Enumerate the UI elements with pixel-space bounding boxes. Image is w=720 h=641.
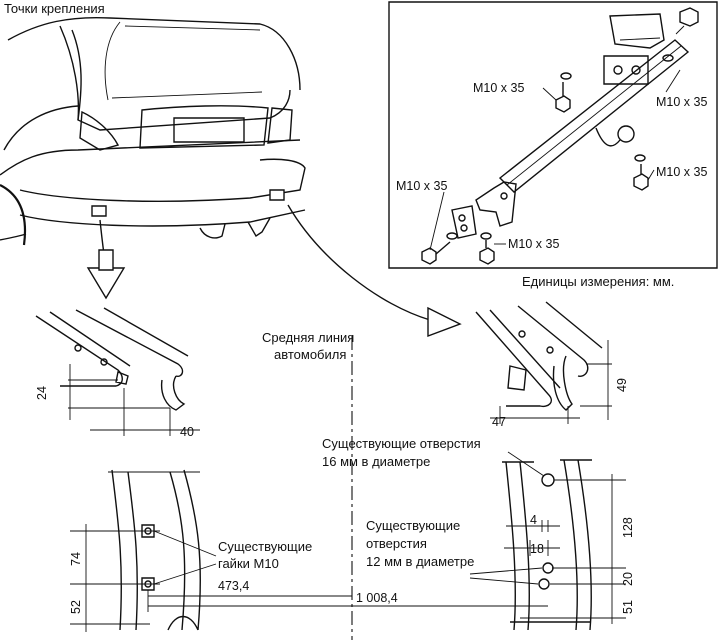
center-line-label-2: автомобиля <box>274 347 346 362</box>
bolt-label-1: M10 x 35 <box>473 81 524 95</box>
hitch-inset: M10 x 35 M10 x 35 M10 x 35 M10 x 35 M10 … <box>389 2 717 268</box>
existing-nuts-label-2: гайки М10 <box>218 556 279 571</box>
dim-473-4: 473,4 <box>218 579 249 593</box>
units-label: Единицы измерения: мм. <box>522 274 674 289</box>
dim-74: 74 <box>69 552 83 566</box>
right-frame-section: 49 47 <box>476 302 629 429</box>
vehicle-centerline: Средняя линия автомобиля <box>262 330 354 640</box>
dim-40: 40 <box>180 425 194 439</box>
bolt-label-5: M10 x 35 <box>508 237 559 251</box>
hitch-inset-frame <box>389 2 717 268</box>
dim-128: 128 <box>621 517 635 538</box>
bolt-label-3: M10 x 35 <box>656 165 707 179</box>
left-frame-section: 24 40 <box>35 308 200 439</box>
car-rear-view: Точки крепления <box>0 1 305 245</box>
dim-24: 24 <box>35 386 49 400</box>
bolt-label-2: M10 x 35 <box>656 95 707 109</box>
dim-18: 18 <box>530 542 544 556</box>
bottom-left-plan: 74 52 473,4 1 008,4 Существующие гайки М… <box>69 470 548 632</box>
dim-47: 47 <box>492 415 506 429</box>
dim-20: 20 <box>621 572 635 586</box>
holes-12mm-label-3: 12 мм в диаметре <box>366 554 474 569</box>
dim-52: 52 <box>69 600 83 614</box>
mount-points-label: Точки крепления <box>4 1 105 16</box>
holes-16mm-label-1: Существующие отверстия <box>322 436 481 451</box>
holes-12mm-label-2: отверстия <box>366 536 427 551</box>
holes-16mm-label-2: 16 мм в диаметре <box>322 454 430 469</box>
detail-arrows <box>88 205 460 336</box>
dim-51: 51 <box>621 600 635 614</box>
center-line-label-1: Средняя линия <box>262 330 354 345</box>
dim-4: 4 <box>530 513 537 527</box>
bottom-right-plan: 4 18 128 20 51 Существующие отверстия 16… <box>322 436 635 630</box>
holes-12mm-label-1: Существующие <box>366 518 460 533</box>
bolt-label-4: M10 x 35 <box>396 179 447 193</box>
hole-12mm-upper <box>543 563 553 573</box>
dim-49: 49 <box>615 378 629 392</box>
existing-nuts-label-1: Существующие <box>218 539 312 554</box>
dim-1008-4: 1 008,4 <box>356 591 398 605</box>
hole-12mm-lower <box>539 579 549 589</box>
